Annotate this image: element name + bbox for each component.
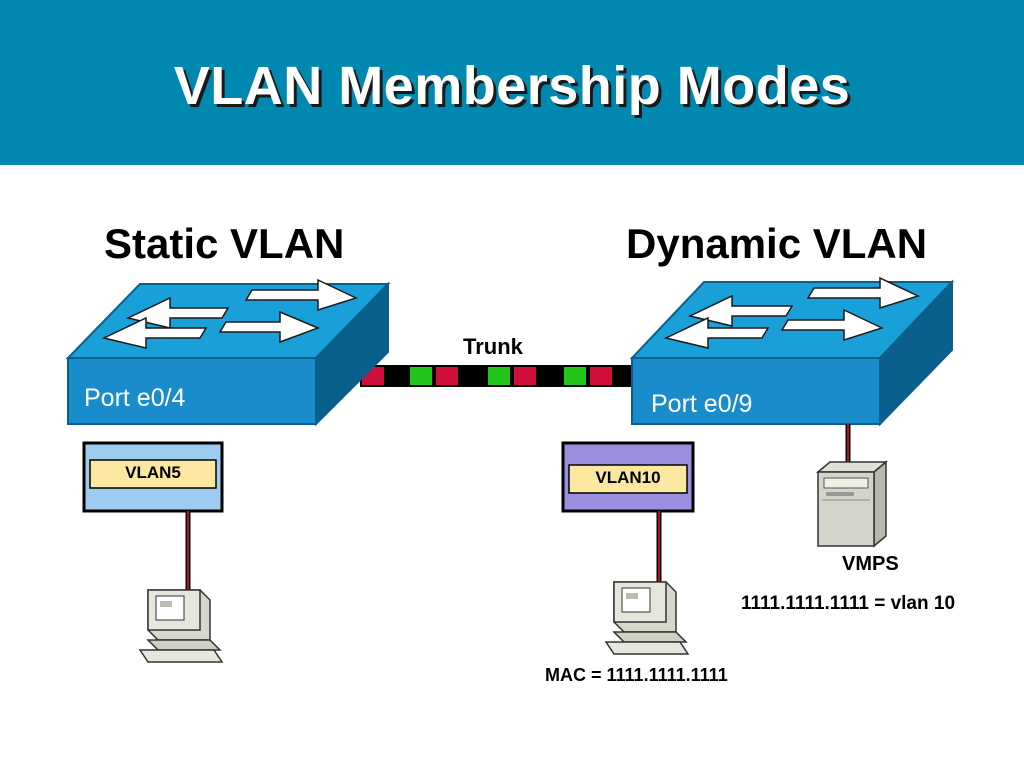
title-banner bbox=[0, 0, 1024, 165]
vmps-mapping-label: 1111.1111.1111 = vlan 10 bbox=[741, 593, 956, 614]
dynamic-vlan-heading: Dynamic VLAN bbox=[626, 220, 928, 267]
workstation-icon bbox=[138, 589, 224, 663]
vlan10-port-box bbox=[561, 441, 695, 513]
switch-arrows-icon bbox=[663, 276, 921, 349]
static-switch bbox=[65, 278, 391, 427]
vmps-label: VMPS bbox=[842, 553, 899, 575]
switch-arrows-icon bbox=[101, 278, 359, 349]
trunk-link bbox=[360, 365, 632, 387]
workstation-icon bbox=[604, 581, 690, 655]
trunk-label: Trunk bbox=[463, 334, 523, 359]
static-vlan-heading: Static VLAN bbox=[104, 220, 345, 267]
dynamic-switch bbox=[629, 276, 955, 427]
vlan5-tag: VLAN5 bbox=[125, 463, 181, 482]
port-e0-9-label: Port e0/9 bbox=[651, 390, 753, 418]
mac-address-label: MAC = 1111.1111.1111 bbox=[545, 665, 728, 685]
slide-title: VLAN Membership Modes bbox=[173, 56, 851, 116]
vlan5-port-box bbox=[82, 441, 224, 513]
server-icon bbox=[815, 460, 889, 548]
port-e0-4-label: Port e0/4 bbox=[84, 384, 186, 412]
vlan10-tag: VLAN10 bbox=[595, 468, 661, 487]
